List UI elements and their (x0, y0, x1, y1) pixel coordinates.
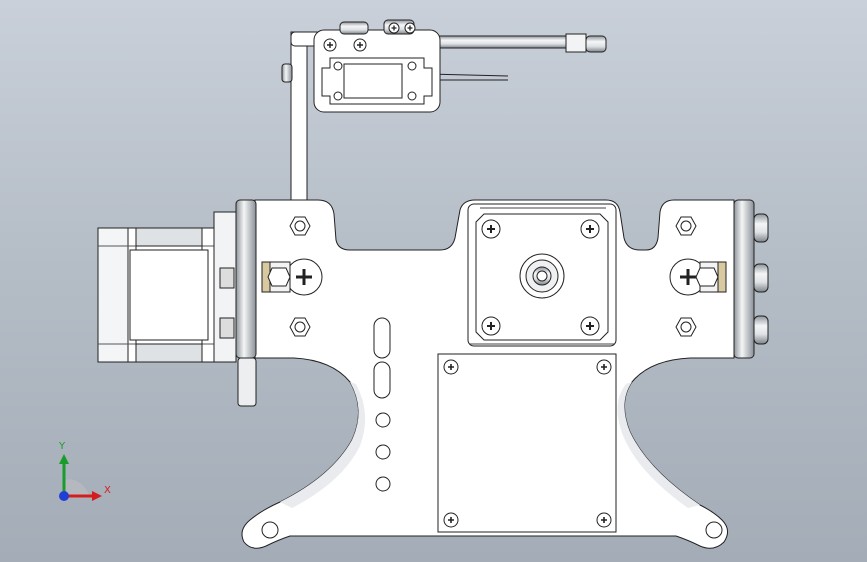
rod-end-knob (585, 35, 607, 53)
right-nozzle-bottom (753, 315, 769, 345)
screw-switch-c (388, 22, 400, 34)
hex-nut-top-left (289, 216, 311, 236)
coordinate-triad[interactable]: X Y (50, 440, 120, 510)
top-rod (429, 35, 571, 49)
plate-hole-2 (375, 444, 391, 460)
screw-center-tr (580, 219, 600, 239)
triad-z-axis-icon (59, 491, 69, 501)
screw-switch-b (353, 38, 367, 52)
screw-lower-tl (443, 359, 459, 375)
left-lower-bracket (237, 357, 257, 407)
right-nozzle-middle (753, 263, 769, 293)
vertical-arm (290, 31, 308, 201)
limit-switch-inner (343, 63, 403, 99)
screw-center-br (580, 316, 600, 336)
screw-lower-bl (443, 512, 459, 528)
left-motor-shading (135, 343, 203, 363)
screw-switch-e (333, 61, 343, 71)
right-nozzle-top (753, 213, 769, 243)
rod-collar (565, 33, 587, 53)
arm-side-bolt (281, 63, 293, 83)
screw-lower-tr (596, 359, 612, 375)
screw-switch-f (333, 91, 343, 101)
left-side-rail (235, 199, 257, 359)
left-motor-label (129, 249, 209, 341)
screw-switch-h (407, 91, 417, 101)
hex-nut-top-right (675, 216, 697, 236)
plate-shade-right (617, 382, 700, 508)
triad-y-label: Y (59, 441, 66, 452)
plate-hole-3 (375, 476, 391, 492)
screw-switch-a (323, 38, 337, 52)
screw-center-tl (481, 219, 501, 239)
left-tensioner-nut (267, 267, 291, 287)
screw-switch-g (407, 61, 417, 71)
hex-nut-bottom-right (675, 317, 697, 337)
right-side-rail (733, 199, 755, 359)
left-motor-front-cap (97, 227, 129, 363)
hex-nut-bottom-left (289, 317, 311, 337)
plate-hole-1 (375, 412, 391, 428)
lower-motor-block (437, 353, 617, 533)
screw-switch-d (404, 22, 416, 34)
mount-hole-bottom-right (705, 521, 723, 539)
screw-center-bl (481, 316, 501, 336)
adjust-slot-lower (373, 361, 391, 399)
plate-shade-left (280, 382, 366, 508)
screw-lower-br (596, 512, 612, 528)
triad-x-label: X (104, 485, 111, 496)
right-tensioner-nut (695, 267, 719, 287)
adjust-slot-upper (373, 317, 391, 359)
switch-lever (427, 73, 509, 81)
triad-gray-arc (64, 479, 90, 496)
mount-hole-bottom-left (261, 521, 279, 539)
